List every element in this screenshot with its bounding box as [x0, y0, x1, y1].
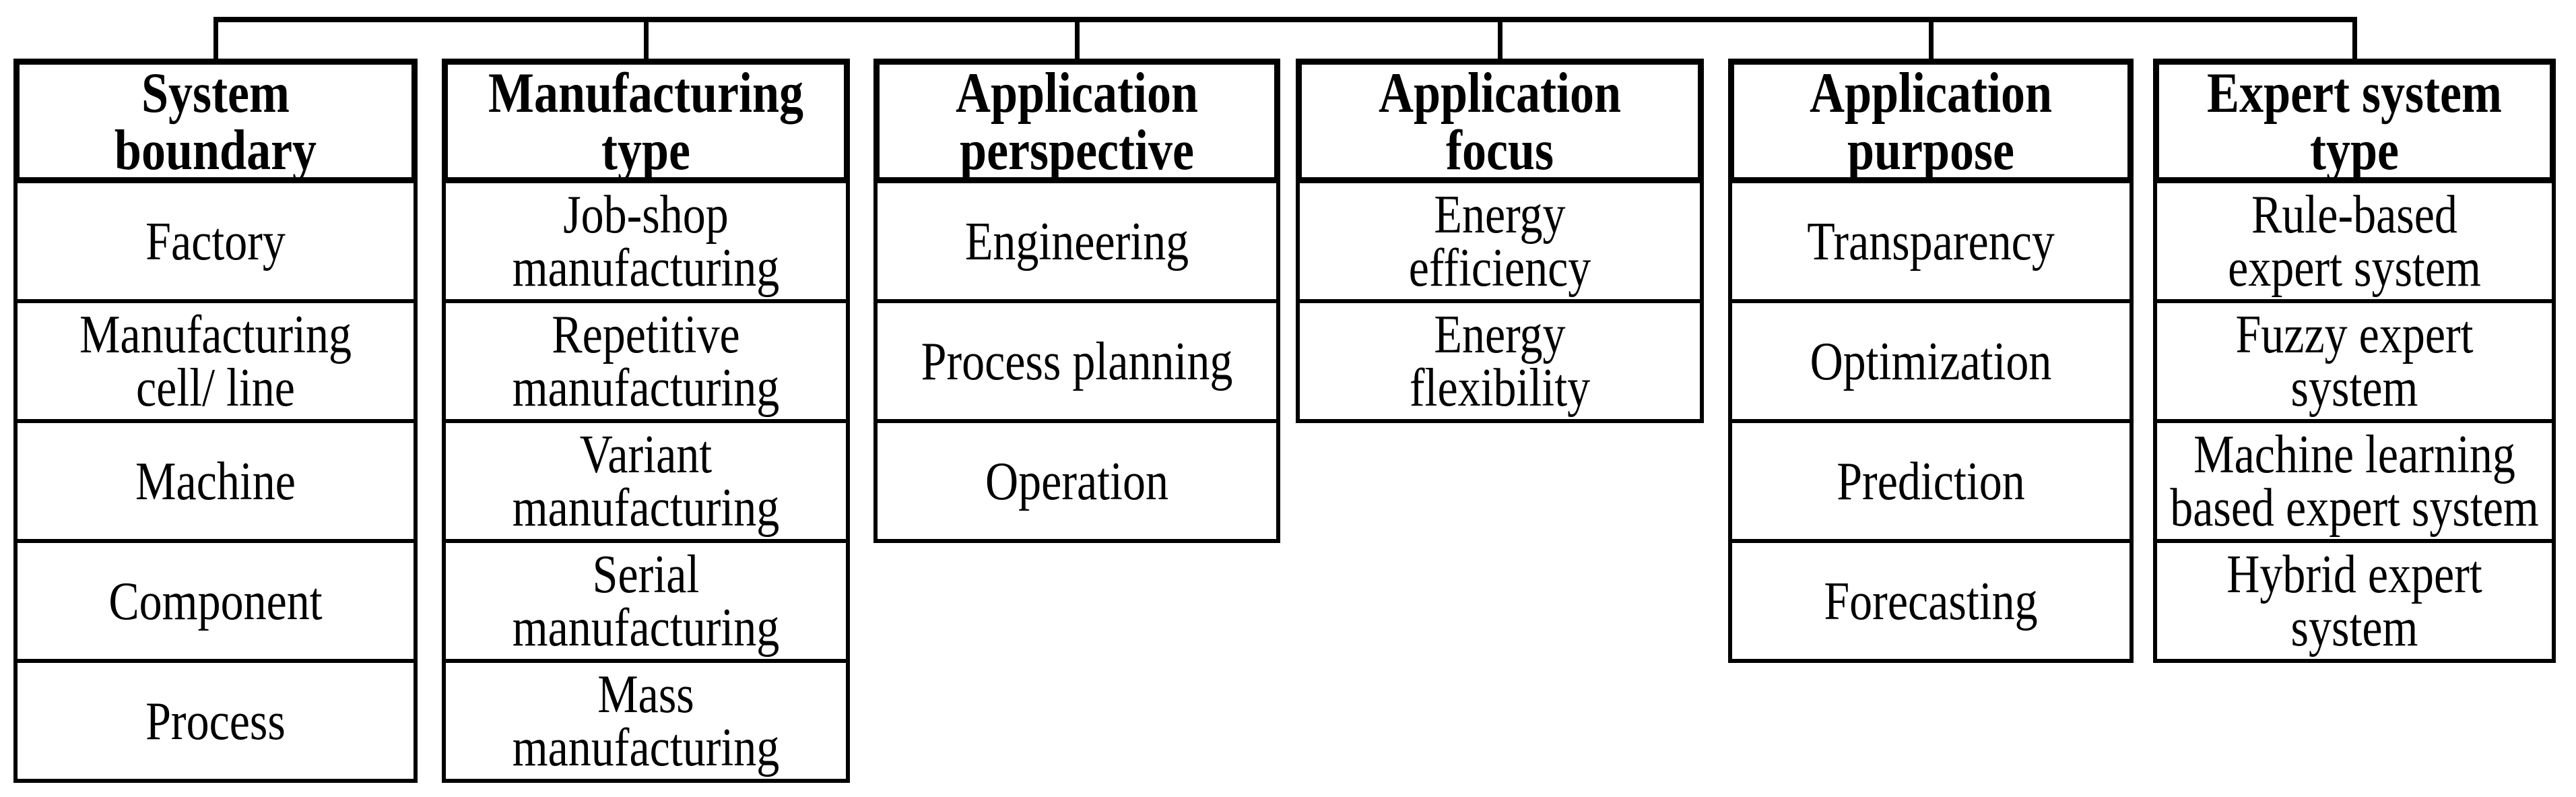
cell-engineering: Engineering [873, 179, 1280, 303]
cell-label: Energy efficiency [1408, 184, 1591, 298]
cell-component: Component [13, 539, 418, 663]
cell-label: Prediction [1837, 450, 2025, 511]
cell-label: Serial manufacturing [512, 544, 780, 658]
cell-label: Process [145, 690, 286, 751]
column-header-manufacturing-type: Manufacturing type [442, 59, 850, 183]
cell-label: Machine learning based expert system [2170, 424, 2539, 538]
cell-label: Transparency [1807, 210, 2055, 272]
cell-prediction: Prediction [1728, 419, 2134, 543]
cell-rule-based-expert-system: Rule-based expert system [2153, 179, 2556, 303]
cell-label: Component [108, 570, 323, 631]
cell-process: Process [13, 659, 418, 783]
column-header-label: System boundary [114, 60, 317, 182]
cell-label: Operation [985, 450, 1168, 511]
cell-label: Hybrid expert system [2226, 544, 2482, 658]
cell-machine: Machine [13, 419, 418, 543]
cell-transparency: Transparency [1728, 179, 2134, 303]
cell-factory: Factory [13, 179, 418, 303]
column-header-application-purpose: Application purpose [1728, 59, 2134, 183]
cell-energy-efficiency: Energy efficiency [1296, 179, 1704, 303]
cell-label: Job-shop manufacturing [512, 184, 780, 298]
cell-label: Forecasting [1824, 570, 2038, 631]
cell-machine-learning-based-expert-system: Machine learning based expert system [2153, 419, 2556, 543]
connector-stub-line-expert-system-type [2352, 17, 2357, 59]
connector-stub-line-application-perspective [1074, 17, 1080, 59]
column-header-label: Manufacturing type [488, 60, 803, 182]
column-header-label: Application purpose [1809, 60, 2053, 182]
cell-label: Manufacturing cell/ line [79, 304, 352, 418]
cell-label: Factory [145, 210, 286, 272]
connector-stub-line-system-boundary [213, 17, 218, 59]
cell-hybrid-expert-system: Hybrid expert system [2153, 539, 2556, 663]
column-header-application-focus: Application focus [1296, 59, 1704, 183]
cell-serial-manufacturing: Serial manufacturing [442, 539, 850, 663]
cell-optimization: Optimization [1728, 299, 2134, 423]
cell-label: Machine [135, 450, 296, 511]
cell-energy-flexibility: Energy flexibility [1296, 299, 1704, 423]
cell-job-shop-manufacturing: Job-shop manufacturing [442, 179, 850, 303]
cell-label: Repetitive manufacturing [512, 304, 780, 418]
column-header-label: Expert system type [2207, 60, 2502, 182]
cell-repetitive-manufacturing: Repetitive manufacturing [442, 299, 850, 423]
connector-trunk-line [213, 17, 2357, 22]
column-header-expert-system-type: Expert system type [2153, 59, 2556, 183]
cell-label: Process planning [921, 330, 1233, 391]
column-header-system-boundary: System boundary [13, 59, 418, 183]
cell-label: Energy flexibility [1409, 304, 1591, 418]
cell-process-planning: Process planning [873, 299, 1280, 423]
cell-label: Optimization [1810, 330, 2052, 391]
cell-forecasting: Forecasting [1728, 539, 2134, 663]
cell-operation: Operation [873, 419, 1280, 543]
column-header-application-perspective: Application perspective [873, 59, 1280, 183]
column-header-label: Application perspective [955, 60, 1199, 182]
cell-fuzzy-expert-system: Fuzzy expert system [2153, 299, 2556, 423]
connector-stub-line-application-purpose [1928, 17, 1934, 59]
cell-label: Mass manufacturing [512, 664, 780, 777]
cell-variant-manufacturing: Variant manufacturing [442, 419, 850, 543]
cell-label: Engineering [964, 210, 1189, 272]
cell-label: Rule-based expert system [2228, 184, 2481, 298]
cell-manufacturing-cell-line: Manufacturing cell/ line [13, 299, 418, 423]
cell-mass-manufacturing: Mass manufacturing [442, 659, 850, 783]
connector-stub-line-manufacturing-type [643, 17, 649, 59]
column-header-label: Application focus [1378, 60, 1622, 182]
cell-label: Fuzzy expert system [2235, 304, 2474, 418]
connector-stub-line-application-focus [1497, 17, 1502, 59]
cell-label: Variant manufacturing [512, 424, 780, 538]
